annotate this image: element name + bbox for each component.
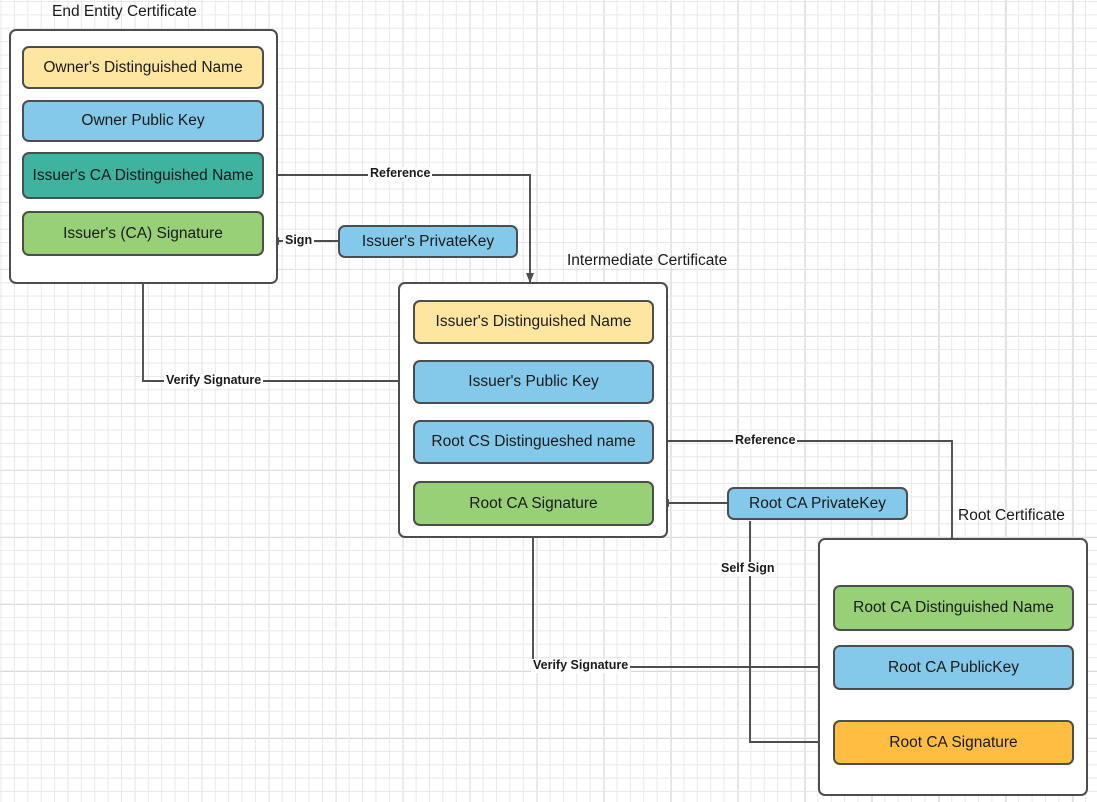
field-owner-public-key[interactable]: Owner Public Key [22,100,264,142]
cert-title-root: Root Certificate [958,507,1065,524]
edge-label-verify-signature-1: Verify Signature [164,373,264,388]
edge-label-reference-2: Reference [733,433,798,448]
cert-title-end-entity: End Entity Certificate [52,3,197,20]
key-issuer-private-key[interactable]: Issuer's PrivateKey [338,225,518,258]
edge-label-verify-signature-2: Verify Signature [531,658,631,673]
edge-label-reference-1: Reference [368,166,433,181]
field-root-ca-public-key[interactable]: Root CA PublicKey [833,645,1074,690]
cert-title-intermediate: Intermediate Certificate [567,252,728,269]
edge-label-self-sign: Self Sign [719,561,777,576]
field-root-cs-distinguished-name[interactable]: Root CS Distingueshed name [413,420,654,464]
field-root-ca-signature[interactable]: Root CA Signature [833,720,1074,765]
key-root-ca-private-key[interactable]: Root CA PrivateKey [727,487,908,520]
field-root-ca-distinguished-name[interactable]: Root CA Distinguished Name [833,585,1074,631]
field-issuer-ca-distinguished-name[interactable]: Issuer's CA Distinguished Name [22,152,264,199]
field-intermediate-root-ca-signature[interactable]: Root CA Signature [413,481,654,526]
edge-self-sign [749,521,829,746]
field-owner-distinguished-name[interactable]: Owner's Distinguished Name [22,46,264,89]
field-issuer-ca-signature[interactable]: Issuer's (CA) Signature [22,211,264,256]
field-issuer-public-key[interactable]: Issuer's Public Key [413,360,654,404]
edge-label-sign-1: Sign [283,233,315,248]
edge-verify-signature-2 [529,526,833,668]
field-issuer-distinguished-name[interactable]: Issuer's Distinguished Name [413,300,654,344]
